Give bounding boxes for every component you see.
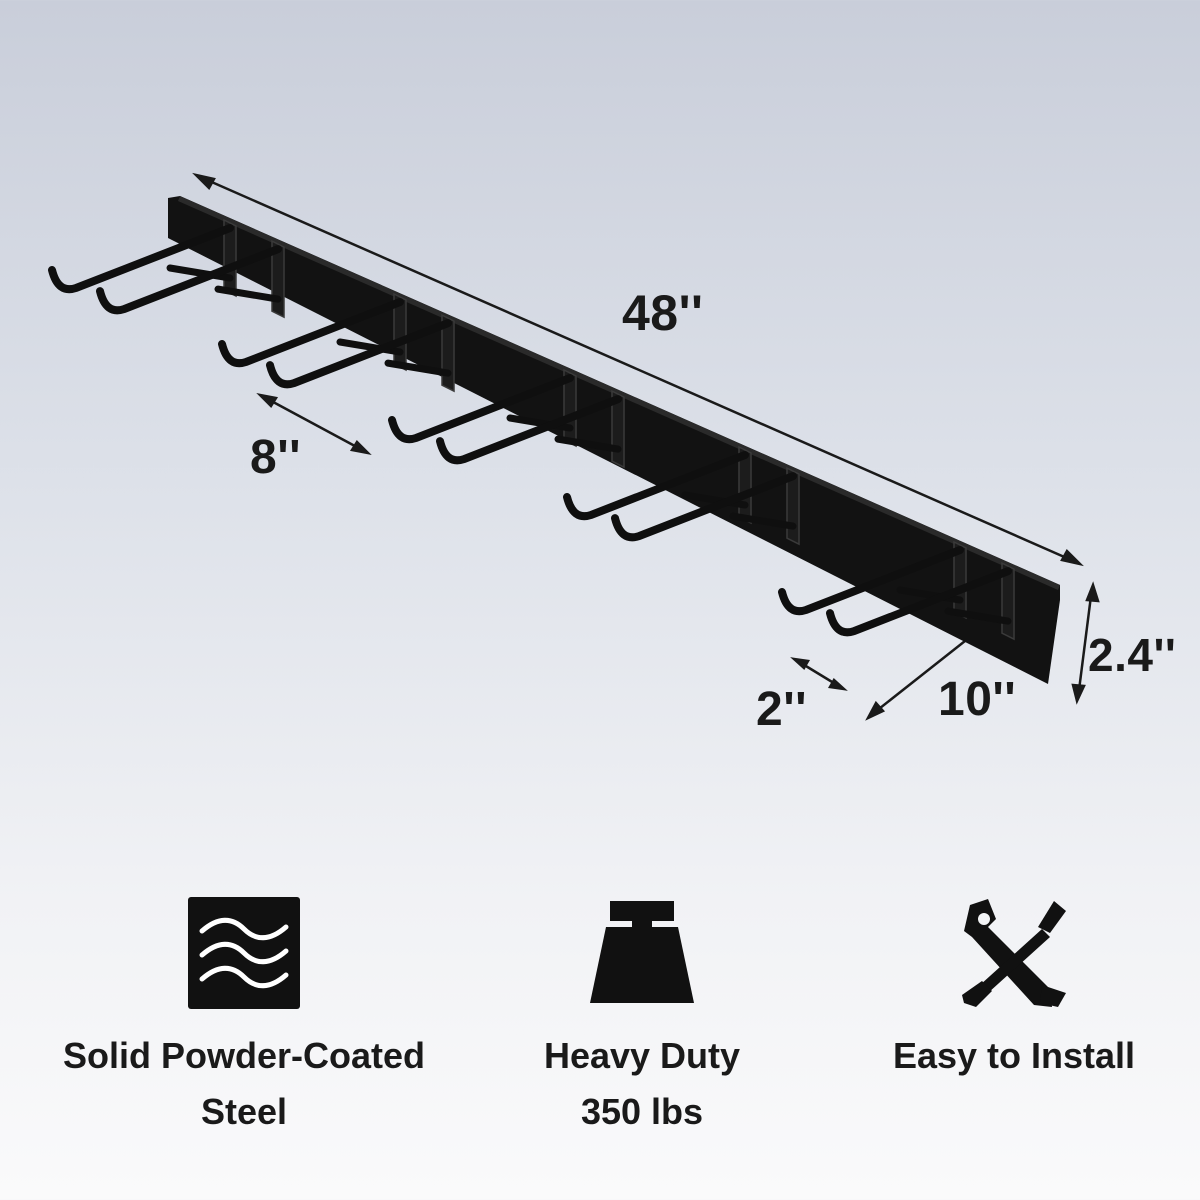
feature-install-line1: Easy to Install xyxy=(892,1035,1136,1076)
product-image xyxy=(48,172,1100,721)
hooks xyxy=(48,218,1015,641)
feature-steel-line2: Steel xyxy=(200,1091,288,1132)
tools-icon xyxy=(954,895,1074,1010)
weight-icon xyxy=(582,895,702,1010)
feature-heavy-duty-line2: 350 lbs xyxy=(580,1091,704,1132)
feature-heavy-duty: Heavy Duty 350 lbs xyxy=(432,895,852,1140)
hook xyxy=(48,218,285,319)
hook xyxy=(218,292,455,393)
hook xyxy=(388,368,625,469)
spacing-arrow xyxy=(261,394,367,454)
feature-steel: Solid Powder-Coated Steel xyxy=(34,895,454,1140)
length-arrow xyxy=(197,174,1079,565)
hook-depth-label: 10'' xyxy=(938,673,1017,726)
length-label: 48'' xyxy=(622,285,704,341)
height-label: 2.4'' xyxy=(1088,629,1177,681)
feature-heavy-duty-line1: Heavy Duty xyxy=(543,1035,741,1076)
product-scene: 48'' 8'' 2.4'' 2'' 10'' xyxy=(48,172,1177,736)
height-arrow xyxy=(1076,587,1094,699)
hook-spacing-label: 8'' xyxy=(250,431,302,484)
feature-steel-line1: Solid Powder-Coated xyxy=(62,1035,426,1076)
wavy-steel-icon xyxy=(184,895,304,1010)
feature-install: Easy to Install xyxy=(804,895,1200,1084)
hook xyxy=(778,540,1015,641)
prong-spacing-label: 2'' xyxy=(756,683,808,736)
hook xyxy=(563,445,800,546)
